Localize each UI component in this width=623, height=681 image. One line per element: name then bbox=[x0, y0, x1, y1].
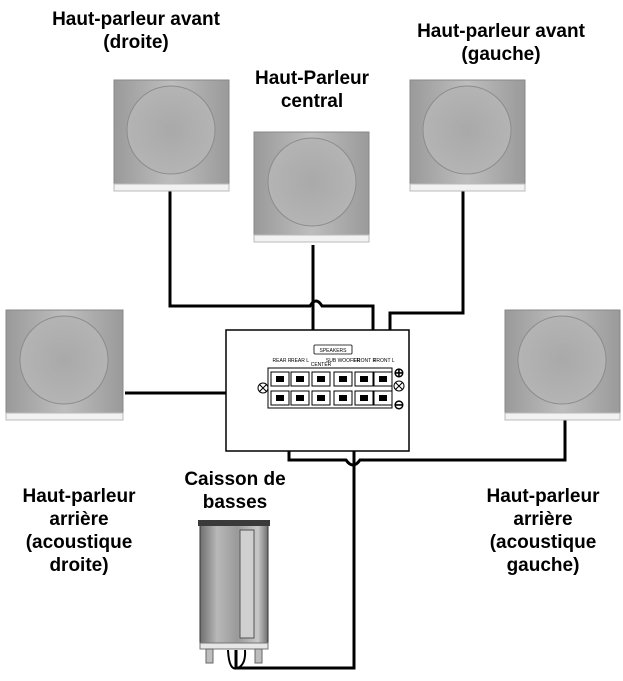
panel-title: SPEAKERS bbox=[320, 348, 348, 354]
center-speaker bbox=[253, 131, 370, 243]
label-front-left: Haut-parleur avant (gauche) bbox=[417, 21, 585, 65]
label-rear-left: Haut-parleur arrière (acoustique gauche) bbox=[486, 486, 600, 576]
receiver-panel: SPEAKERS REAR R REAR L CENTER SUB WOOFER… bbox=[225, 329, 410, 452]
label-subwoofer: Caisson de basses bbox=[184, 469, 286, 513]
minus-symbol: ⊖ bbox=[394, 397, 405, 412]
terminal-label: SUB WOOFER bbox=[326, 358, 361, 364]
subwoofer bbox=[198, 520, 270, 670]
terminal-clips bbox=[276, 376, 387, 401]
front-right-speaker bbox=[113, 79, 230, 192]
wire-front-right bbox=[168, 190, 375, 372]
panel-terminal-labels: REAR R REAR L CENTER SUB WOOFER FRONT R … bbox=[273, 358, 395, 368]
terminal-label: REAR L bbox=[291, 358, 309, 364]
ground-screw-cross bbox=[259, 384, 267, 392]
label-front-right: Haut-parleur avant (droite) bbox=[52, 9, 220, 53]
front-left-speaker bbox=[409, 79, 526, 192]
terminal-label: CENTER bbox=[311, 362, 332, 368]
label-center: Haut-Parleur central bbox=[254, 68, 370, 112]
plus-symbol: ⊕ bbox=[394, 365, 405, 380]
terminal-label: FRONT L bbox=[373, 358, 395, 364]
rear-left-speaker bbox=[504, 309, 621, 421]
label-rear-right: Haut-parleur arrière (acoustique droite) bbox=[22, 486, 136, 576]
rear-right-speaker bbox=[5, 309, 124, 421]
terminal-label: REAR R bbox=[273, 358, 292, 364]
terminal-label: FRONT R bbox=[354, 358, 377, 364]
